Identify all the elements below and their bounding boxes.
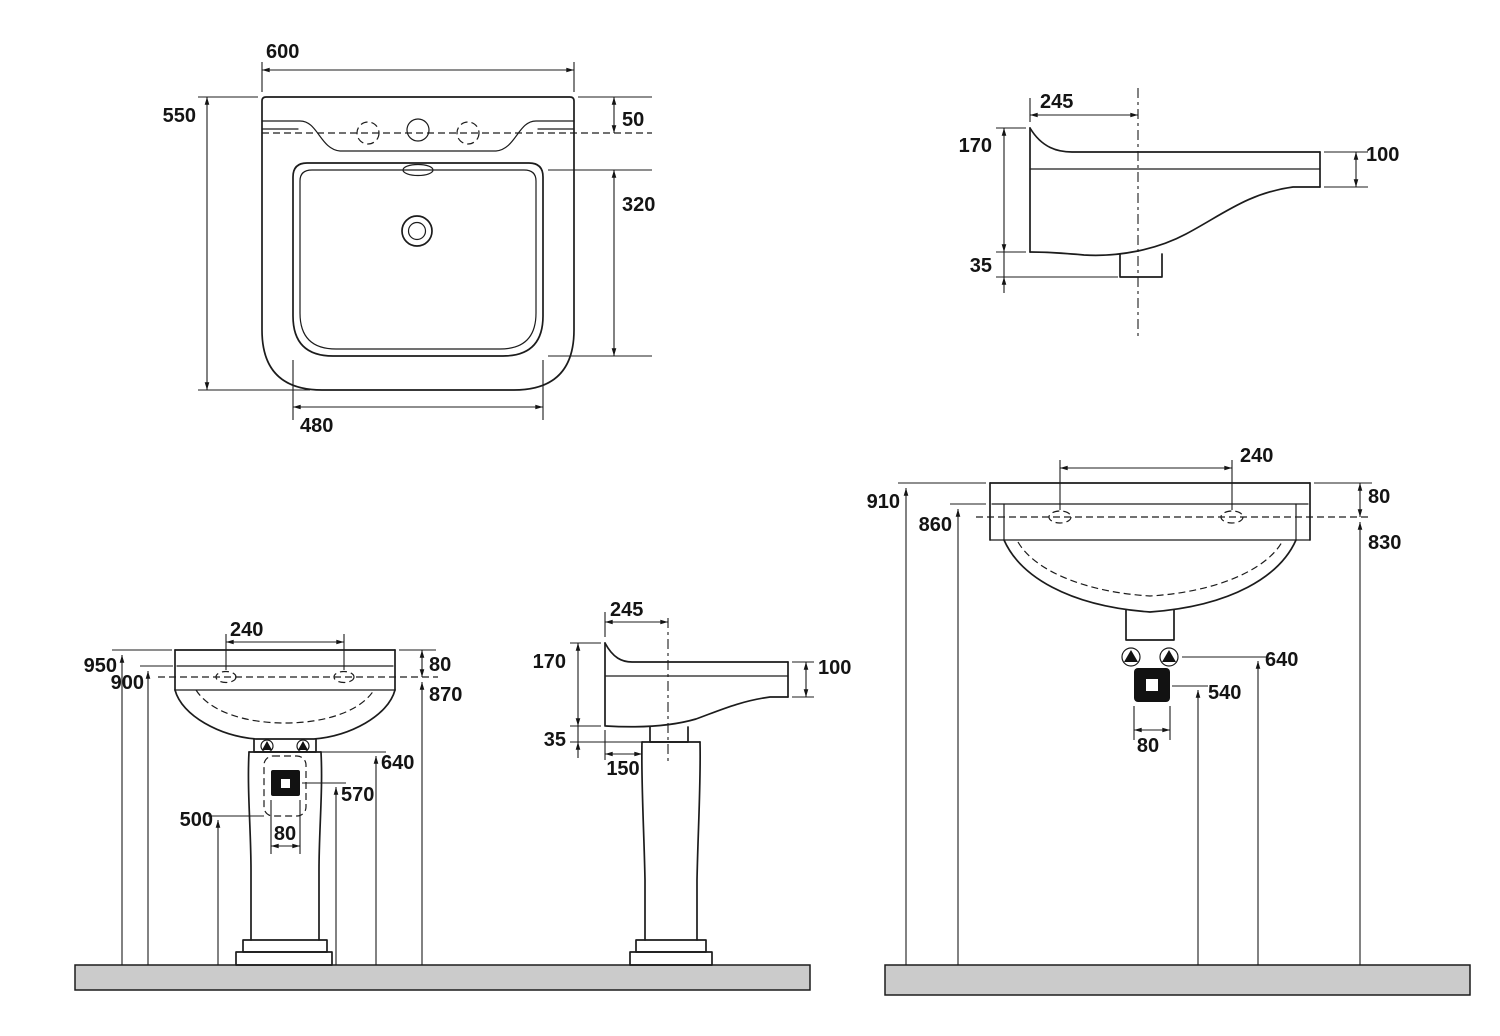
fixing-hole-right — [1159, 647, 1179, 667]
tap-hole-left — [1048, 510, 1072, 524]
drain-fitting — [649, 726, 689, 743]
ground-left — [74, 964, 811, 991]
pedestal-right-side — [318, 751, 323, 941]
dim-fw-total-height: 910 — [867, 491, 900, 513]
dim-side-height: 170 — [959, 135, 992, 157]
bowl-outline — [1003, 539, 1297, 613]
dim-plan-width: 600 — [266, 41, 299, 63]
dim-plan-basin-depth: 320 — [622, 194, 655, 216]
basin-rim-outer — [292, 162, 544, 357]
dim-fp-hole-height: 870 — [429, 684, 462, 706]
pedestal-base-step — [242, 939, 328, 953]
front-pedestal-view: 950 900 240 80 870 640 570 500 80 — [84, 619, 462, 966]
drain-inner — [407, 221, 427, 241]
tap-hole-center — [406, 118, 430, 142]
tap-hole-right — [456, 121, 480, 145]
bowl-hidden-line — [195, 689, 375, 724]
dim-fp-outlet-height: 570 — [341, 784, 374, 806]
waste-outlet-center — [1146, 679, 1158, 691]
fixing-triangle-left — [1124, 650, 1138, 662]
pedestal-base-step — [635, 939, 707, 953]
dim-fw-hole-spacing: 240 — [1240, 445, 1273, 467]
dim-fp-hole-drop: 80 — [429, 654, 451, 676]
pedestal-left-side — [247, 751, 252, 941]
tap-hole-left — [215, 670, 237, 684]
plan-view: 600 550 50 320 480 — [163, 41, 656, 437]
dim-plan-depth: 550 — [163, 105, 196, 127]
dim-fp-rim-height: 900 — [111, 672, 144, 694]
sink-outline — [261, 96, 575, 391]
pedestal-front-side — [696, 741, 702, 941]
dim-plan-hole-offset: 50 — [622, 109, 644, 131]
bowl-outline — [174, 689, 396, 740]
backsplash-top — [1029, 127, 1321, 153]
drain-fitting — [1119, 253, 1163, 278]
dim-fw-hole-drop: 80 — [1368, 486, 1390, 508]
backsplash-top — [604, 642, 789, 663]
dim-fp-opening-height: 500 — [180, 809, 213, 831]
dim-fw-bracket-height: 640 — [1265, 649, 1298, 671]
bowl-underside — [605, 696, 789, 728]
dim-plan-basin-width: 480 — [300, 415, 333, 437]
fixing-hole-left — [1121, 647, 1141, 667]
pedestal-base-plinth — [629, 951, 713, 966]
tap-hole-right — [333, 670, 355, 684]
dim-fp-total-height: 950 — [84, 655, 117, 677]
tap-hole-right — [1220, 510, 1244, 524]
front-wall-view: 910 860 240 80 830 640 540 80 — [867, 445, 1401, 965]
side-view: 245 170 35 100 — [959, 88, 1399, 340]
dim-fw-outlet-height: 540 — [1208, 682, 1241, 704]
bowl-hidden-line — [1017, 541, 1283, 597]
bowl-underside — [1029, 186, 1321, 257]
ground-right — [884, 964, 1471, 996]
dim-sp-height: 170 — [533, 651, 566, 673]
pedestal-opening — [263, 755, 307, 817]
side-pedestal-view: 245 170 35 100 150 — [533, 599, 851, 966]
fixing-triangle-right — [1162, 650, 1176, 662]
dim-fp-bracket-height: 640 — [381, 752, 414, 774]
waste-outlet-center — [281, 779, 290, 788]
pedestal-base-plinth — [235, 951, 333, 966]
dim-side-outlet-drop: 35 — [970, 255, 992, 277]
dim-sp-outlet-drop: 35 — [544, 729, 566, 751]
dim-fw-hole-height: 830 — [1368, 532, 1401, 554]
pedestal-back-side — [640, 741, 646, 941]
fixing-triangle-right — [298, 741, 308, 750]
dim-fw-rim-height: 860 — [919, 514, 952, 536]
fixing-triangle-left — [262, 741, 272, 750]
dim-sp-rim-height: 100 — [818, 657, 851, 679]
dim-fp-outlet-width: 80 — [274, 823, 296, 845]
dim-side-depth-center: 245 — [1040, 91, 1073, 113]
dim-fw-outlet-width: 80 — [1137, 735, 1159, 757]
dim-fp-hole-spacing: 240 — [230, 619, 263, 641]
drain-block — [1125, 609, 1175, 641]
basin-rim-inner — [299, 169, 537, 350]
dim-sp-pedestal-depth: 150 — [606, 758, 639, 780]
drain-outer — [401, 215, 433, 247]
dim-sp-depth-center: 245 — [610, 599, 643, 621]
overflow-slot — [402, 163, 434, 177]
dim-side-rim-height: 100 — [1366, 144, 1399, 166]
tap-hole-left — [356, 121, 380, 145]
deck-edge-line — [261, 120, 575, 152]
